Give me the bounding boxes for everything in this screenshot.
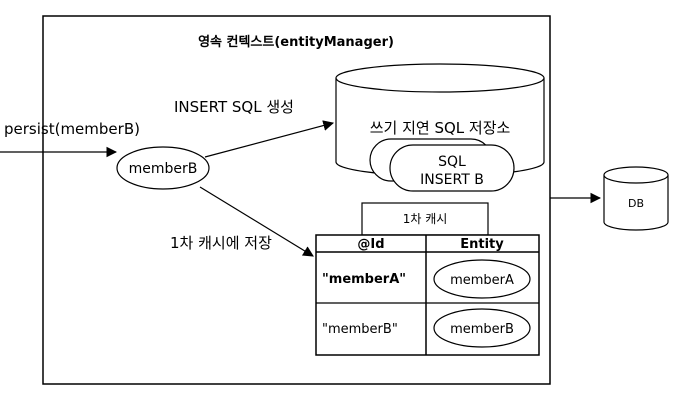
cache-store-label: 1차 캐시에 저장 <box>170 234 272 252</box>
entity-memberB-label: memberB <box>450 322 514 337</box>
insert-sql-label: INSERT SQL 생성 <box>174 98 294 116</box>
cache-store-arrow <box>199 186 314 257</box>
entity-memberB <box>433 308 531 348</box>
queued-sql-insert-b <box>389 144 515 192</box>
header-id: @Id <box>357 237 384 252</box>
queued-sql-line2: INSERT B <box>420 172 484 188</box>
write-store-title: 쓰기 지연 SQL 저장소 <box>370 119 511 137</box>
row-id-memberB: "memberB" <box>322 322 398 337</box>
db-cylinder: DB <box>603 166 669 231</box>
persist-call-label: persist(memberB) <box>4 120 140 138</box>
entity-node-memberB <box>116 146 210 190</box>
first-level-cache: 1차 캐시 @Id Entity "memberA" memberA "memb… <box>315 202 540 356</box>
cache-title: 1차 캐시 <box>403 212 448 226</box>
container-title: 영속 컨텍스트(entityManager) <box>198 34 394 50</box>
queued-sql-line1: SQL <box>438 154 466 170</box>
entity-node-label: memberB <box>129 161 198 177</box>
header-entity: Entity <box>460 237 504 252</box>
db-label: DB <box>628 197 644 210</box>
entity-memberA-label: memberA <box>450 273 514 288</box>
insert-sql-arrow <box>204 120 335 158</box>
write-behind-store: 쓰기 지연 SQL 저장소 SQL INSERT B <box>335 63 545 192</box>
entity-memberA <box>433 259 531 299</box>
row-id-memberA: "memberA" <box>322 272 406 287</box>
